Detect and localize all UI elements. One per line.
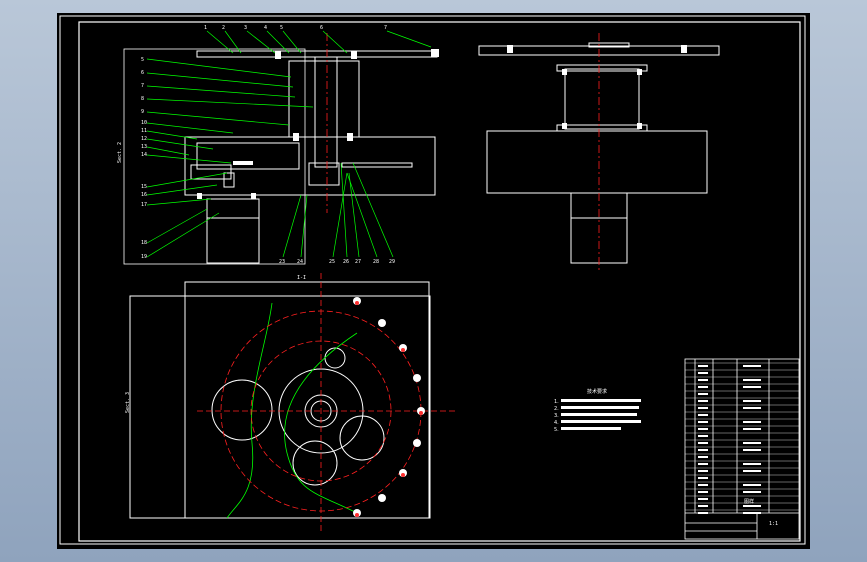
part-number: 16 xyxy=(141,192,147,198)
parts-list-cell xyxy=(698,421,708,423)
part-number: 3 xyxy=(244,25,247,31)
part-number: 7 xyxy=(384,25,387,31)
title-block-designation: 图样 xyxy=(744,498,754,505)
notes-line: 3. xyxy=(554,413,559,419)
part-number: 9 xyxy=(141,109,144,115)
part-number: 18 xyxy=(141,240,147,246)
parts-list-cell xyxy=(743,428,761,430)
parts-list-cell xyxy=(698,463,708,465)
plan-red-holes xyxy=(355,301,423,517)
parts-list-cell xyxy=(743,505,761,507)
view-label-b: I-I xyxy=(297,275,306,281)
part-number: 5 xyxy=(141,57,144,63)
parts-list-cell xyxy=(743,400,761,402)
part-number: 12 xyxy=(141,136,147,142)
parts-list-cell xyxy=(743,470,761,472)
part-number: 13 xyxy=(141,144,147,150)
parts-list-text xyxy=(698,365,761,514)
parts-list-cell xyxy=(698,449,708,451)
parts-list-cell xyxy=(743,463,761,465)
part-number: 14 xyxy=(141,152,147,158)
side-view-top-right xyxy=(478,42,720,264)
parts-list-cell xyxy=(743,407,761,409)
part-number: 25 xyxy=(329,259,335,265)
part-number: 17 xyxy=(141,202,147,208)
plan-contours xyxy=(226,302,358,519)
parts-list-cell xyxy=(698,512,708,514)
parts-list-cell xyxy=(698,365,708,367)
notes-line: 1. xyxy=(554,399,559,405)
part-numbers-top: 1 2 3 4 5 6 7 xyxy=(204,25,387,31)
parts-list-cell xyxy=(698,456,708,458)
parts-list-cell xyxy=(698,477,708,479)
technical-notes: 技术要求 1. 2. 3. 4. 5. xyxy=(554,388,607,433)
parts-list-cell xyxy=(743,449,761,451)
part-number: 24 xyxy=(297,259,303,265)
parts-list-cell xyxy=(698,442,708,444)
part-number: 2 xyxy=(222,25,225,31)
section-view-top-left-detail xyxy=(197,49,439,199)
parts-list-cell xyxy=(698,386,708,388)
parts-list-cell xyxy=(698,400,708,402)
parts-list-cell xyxy=(743,491,761,493)
parts-list-cell xyxy=(698,484,708,486)
parts-list-cell xyxy=(698,491,708,493)
parts-list-cell xyxy=(743,484,761,486)
parts-list-cell xyxy=(698,407,708,409)
parts-list-cell xyxy=(743,379,761,381)
parts-list-cell xyxy=(698,470,708,472)
parts-list-cell xyxy=(698,372,708,374)
part-number: 8 xyxy=(141,96,144,102)
parts-list-cell xyxy=(698,428,708,430)
part-number: 4 xyxy=(264,25,267,31)
parts-list-cell xyxy=(743,512,761,514)
notes-text-bars xyxy=(561,399,641,430)
parts-list-cell xyxy=(698,393,708,395)
side-view-bolts xyxy=(507,45,687,129)
cad-drawing: 5 6 7 8 9 10 11 12 13 14 15 16 17 18 19 … xyxy=(59,15,806,545)
parts-list-cell xyxy=(698,414,708,416)
part-number: 11 xyxy=(141,128,147,134)
parts-list-cell xyxy=(698,498,708,500)
part-number: 29 xyxy=(389,259,395,265)
inner-border xyxy=(78,21,801,542)
part-number: 6 xyxy=(141,70,144,76)
part-number: 6 xyxy=(320,25,323,31)
parts-list-cell xyxy=(698,505,708,507)
parts-list-cell xyxy=(743,421,761,423)
parts-list-cell xyxy=(698,435,708,437)
parts-list-cell xyxy=(743,442,761,444)
leader-lines xyxy=(146,30,432,258)
part-number: 7 xyxy=(141,83,144,89)
part-number: 15 xyxy=(141,184,147,190)
part-numbers-left: 5 6 7 8 9 10 11 12 13 14 15 16 17 18 19 xyxy=(141,57,147,260)
parts-list-cell xyxy=(743,365,761,367)
section-view-top-left xyxy=(123,48,438,265)
plan-view xyxy=(129,281,431,519)
side-label-a: Sect. 2 xyxy=(117,142,123,163)
parts-list-rows xyxy=(685,362,799,511)
part-number: 5 xyxy=(280,25,283,31)
part-numbers-bottom: 23 24 25 26 27 28 29 xyxy=(279,259,395,265)
notes-title: 技术要求 xyxy=(587,388,607,395)
part-number: 19 xyxy=(141,254,147,260)
part-number: 27 xyxy=(355,259,361,265)
drawing-sheet: 5 6 7 8 9 10 11 12 13 14 15 16 17 18 19 … xyxy=(57,13,810,549)
part-number: 10 xyxy=(141,120,147,126)
notes-line: 5. xyxy=(554,427,559,433)
parts-list-cell xyxy=(743,386,761,388)
parts-list-cell xyxy=(698,379,708,381)
title-block-scale: 1:1 xyxy=(769,521,778,527)
part-number: 26 xyxy=(343,259,349,265)
notes-line: 2. xyxy=(554,406,559,412)
part-number: 23 xyxy=(279,259,285,265)
outer-border xyxy=(59,15,806,545)
part-number: 1 xyxy=(204,25,207,31)
side-label-b: Sect. 3 xyxy=(125,392,131,413)
part-number: 28 xyxy=(373,259,379,265)
notes-line: 4. xyxy=(554,420,559,426)
